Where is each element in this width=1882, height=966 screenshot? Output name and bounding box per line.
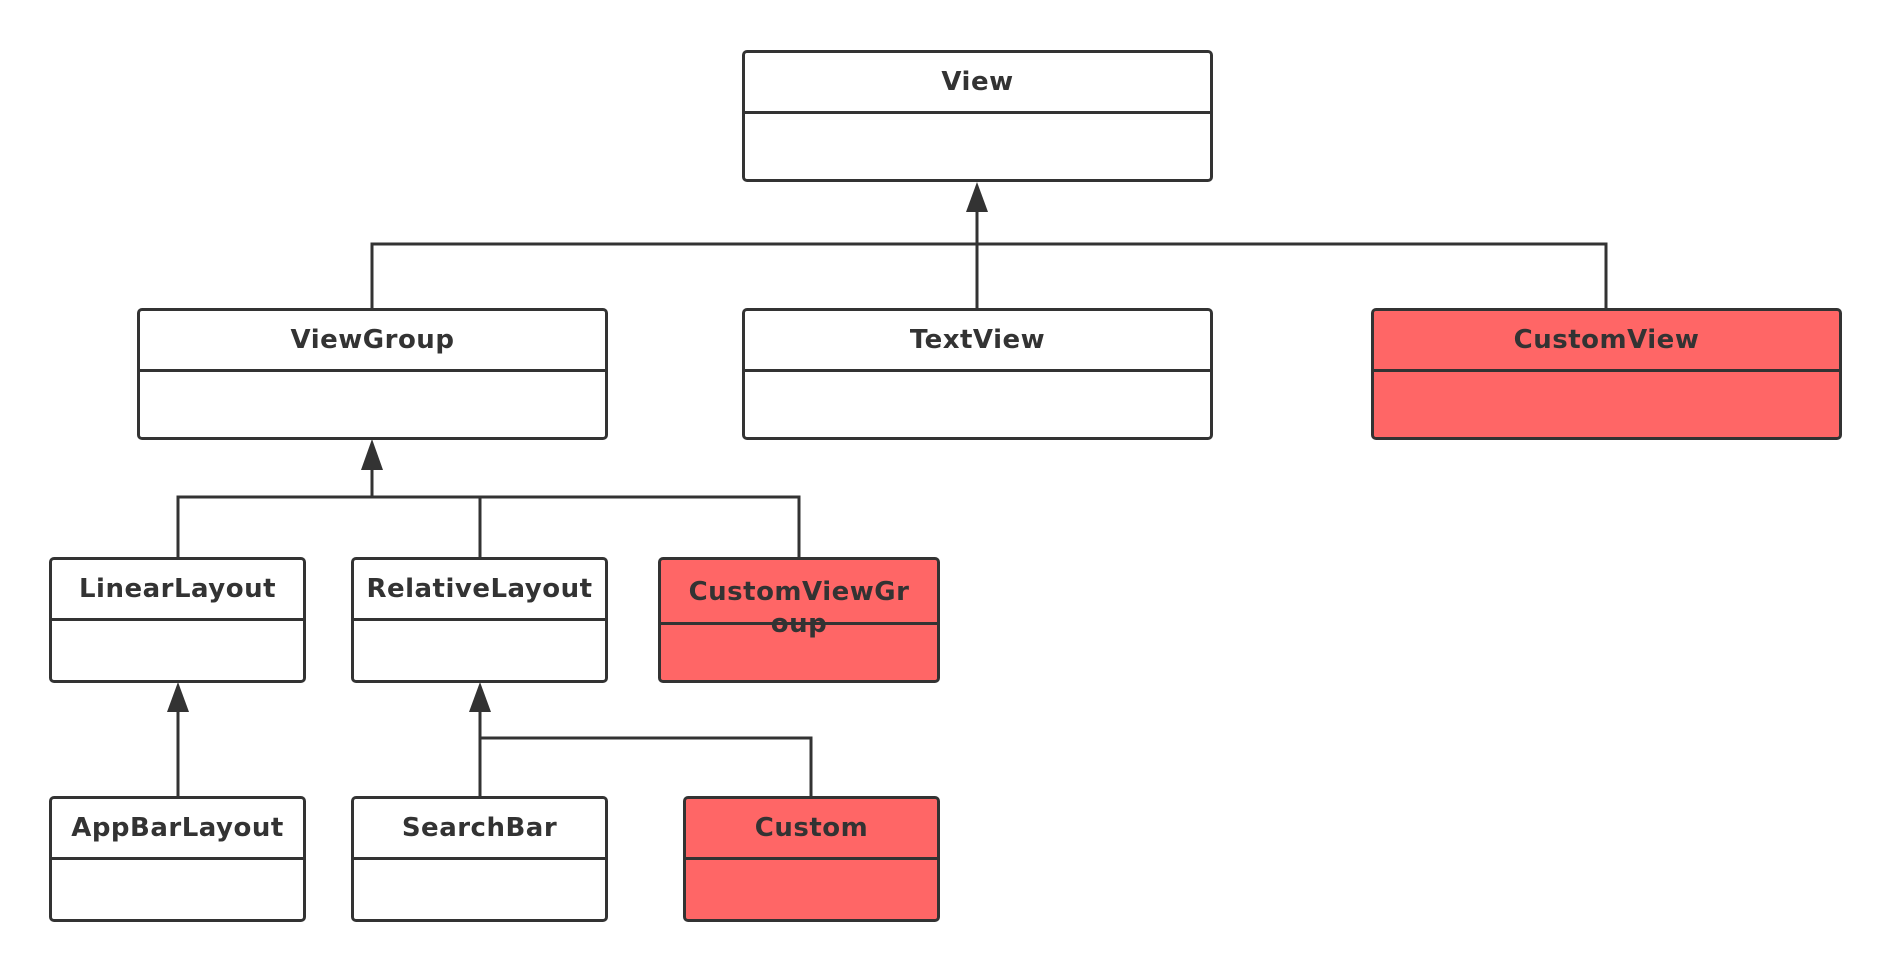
class-divider [745, 111, 1210, 114]
class-customview: CustomView [1371, 308, 1842, 440]
edge-linearlayout-children [167, 682, 189, 796]
class-divider [354, 857, 605, 860]
class-name-viewgroup: ViewGroup [290, 325, 455, 355]
class-divider [1374, 369, 1839, 372]
class-name-customview: CustomView [1513, 325, 1700, 355]
class-name-relativelayout: RelativeLayout [366, 574, 593, 604]
class-name-view: View [941, 67, 1014, 97]
class-viewgroup: ViewGroup [137, 308, 608, 440]
class-divider [661, 622, 937, 625]
inheritance-arrowhead-view [966, 182, 988, 212]
class-divider [354, 618, 605, 621]
class-name-searchbar: SearchBar [401, 813, 558, 843]
edge-view-children [370, 182, 1608, 308]
inheritance-arrowhead-relativelayout [469, 682, 491, 712]
class-divider [52, 857, 303, 860]
class-name-customviewgroup: CustomViewGroup [688, 577, 910, 639]
class-linearlayout: LinearLayout [49, 557, 306, 683]
class-divider [745, 369, 1210, 372]
edge-viewgroup-children [176, 439, 801, 557]
inheritance-arrowhead-viewgroup [361, 439, 383, 470]
class-textview: TextView [742, 308, 1213, 440]
class-name-linearlayout: LinearLayout [78, 574, 277, 604]
class-divider [686, 857, 937, 860]
class-divider [140, 369, 605, 372]
class-searchbar: SearchBar [351, 796, 608, 922]
class-customviewgroup: CustomViewGroup [658, 557, 940, 683]
class-name-custom: Custom [754, 813, 869, 843]
inheritance-arrowhead-linearlayout [167, 682, 189, 712]
class-relativelayout: RelativeLayout [351, 557, 608, 683]
class-custom: Custom [683, 796, 940, 922]
class-name-textview: TextView [909, 325, 1046, 355]
edge-relativelayout-children [469, 682, 813, 796]
class-appbarlayout: AppBarLayout [49, 796, 306, 922]
class-view: View [742, 50, 1213, 182]
class-name-appbarlayout: AppBarLayout [71, 813, 284, 843]
class-divider [52, 618, 303, 621]
